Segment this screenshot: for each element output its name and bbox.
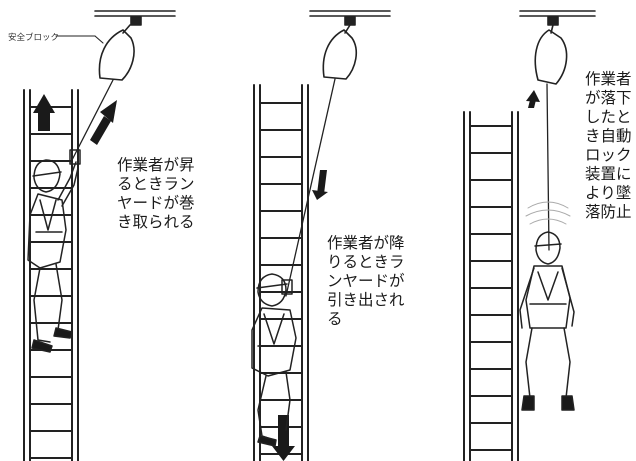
caption-line: 装置に xyxy=(585,165,632,183)
caption-line: ンヤードが xyxy=(327,272,405,290)
caption-ascending: 作業者が昇 るときラン ヤードが巻 き取られる xyxy=(117,156,213,232)
caption-line: るときラン xyxy=(117,175,195,193)
caption-line: したと xyxy=(585,108,632,126)
panel-ascending xyxy=(23,10,176,461)
safety-block-icon xyxy=(322,24,358,80)
worker-icon xyxy=(519,231,575,411)
arrow-up-icon xyxy=(33,94,55,131)
caption-line: ロック xyxy=(585,146,632,164)
lanyard xyxy=(285,78,336,297)
caption-line: き取られる xyxy=(117,213,195,231)
lanyard xyxy=(70,79,114,163)
caption-line: 落防止 xyxy=(585,203,632,221)
caption-line: 作業者が降 xyxy=(327,234,405,252)
caption-line: 作業者が昇 xyxy=(117,156,195,174)
safety-block-label: 安全ブロック xyxy=(8,33,60,43)
worker-icon xyxy=(27,149,81,353)
caption-line: より墜 xyxy=(585,184,632,202)
caption-line: ヤードが巻 xyxy=(117,194,195,212)
caption-descending: 作業者が降 りるときラ ンヤードが 引き出され る xyxy=(327,234,427,329)
safety-block-icon xyxy=(534,24,568,85)
caption-fall-arrest: 作業者 が落下 したと き自動 ロック 装置に より墜 落防止 xyxy=(585,70,636,222)
panel-fall-arrest xyxy=(463,10,596,461)
caption-line: き自動 xyxy=(585,127,632,145)
ceiling-beam xyxy=(519,10,596,26)
caption-line: る xyxy=(327,310,343,328)
arrow-down-icon xyxy=(312,170,328,200)
arrow-up-icon xyxy=(90,100,117,145)
arrow-up-icon xyxy=(526,90,540,108)
ceiling-beam xyxy=(309,10,391,26)
caption-line: 引き出され xyxy=(327,291,405,309)
worker-icon xyxy=(251,273,297,447)
ladder-icon xyxy=(463,111,519,461)
ceiling-beam xyxy=(94,10,176,26)
ladder-icon xyxy=(253,84,309,461)
caption-line: 作業者 xyxy=(585,70,632,88)
ladder-icon xyxy=(23,89,79,461)
safety-block-icon xyxy=(98,24,135,81)
caption-line: りるときラ xyxy=(327,253,405,271)
lanyard xyxy=(546,83,550,251)
motion-lines xyxy=(525,201,571,225)
caption-line: が落下 xyxy=(585,89,632,107)
panel-descending xyxy=(251,10,391,461)
